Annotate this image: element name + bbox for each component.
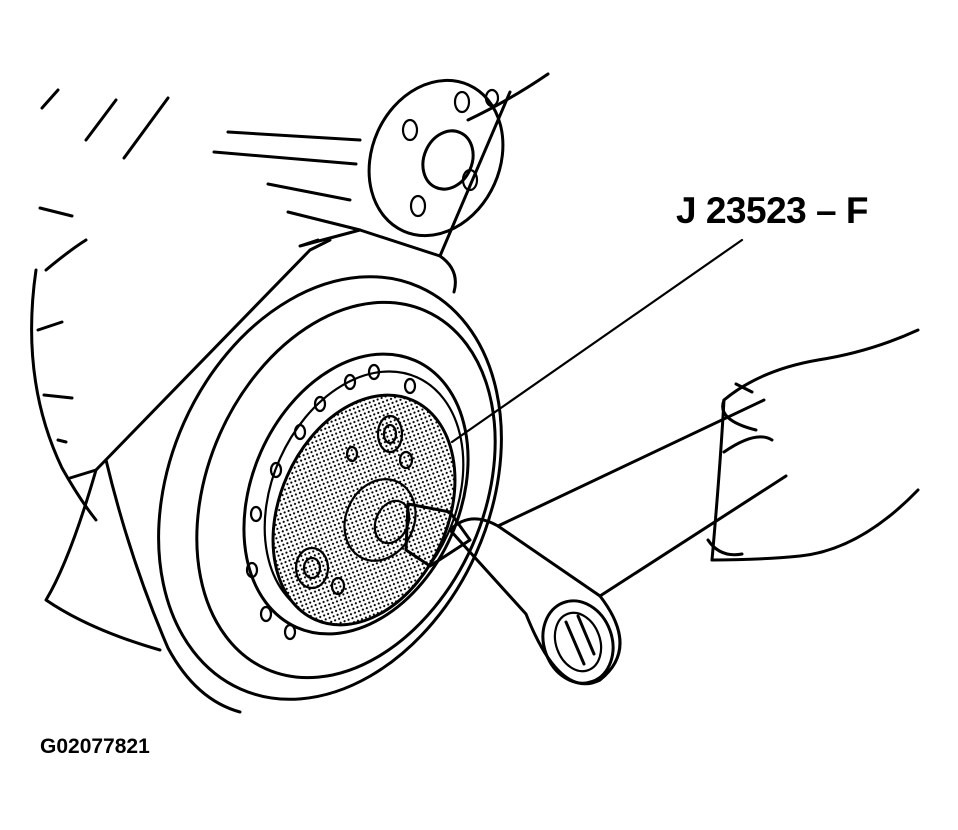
tool-callout-label: J 23523 – F bbox=[676, 190, 868, 231]
figure-id: G02077821 bbox=[40, 735, 150, 758]
remover-tool-plate bbox=[271, 393, 457, 627]
ratchet-wrench bbox=[404, 398, 788, 686]
balancer-bolt-holes bbox=[245, 363, 417, 641]
engine-block-sketch bbox=[30, 88, 332, 652]
upper-pulley bbox=[212, 72, 550, 294]
hand bbox=[706, 328, 920, 562]
callout-leader-line bbox=[450, 238, 744, 444]
crankshaft-balancer bbox=[104, 275, 503, 714]
